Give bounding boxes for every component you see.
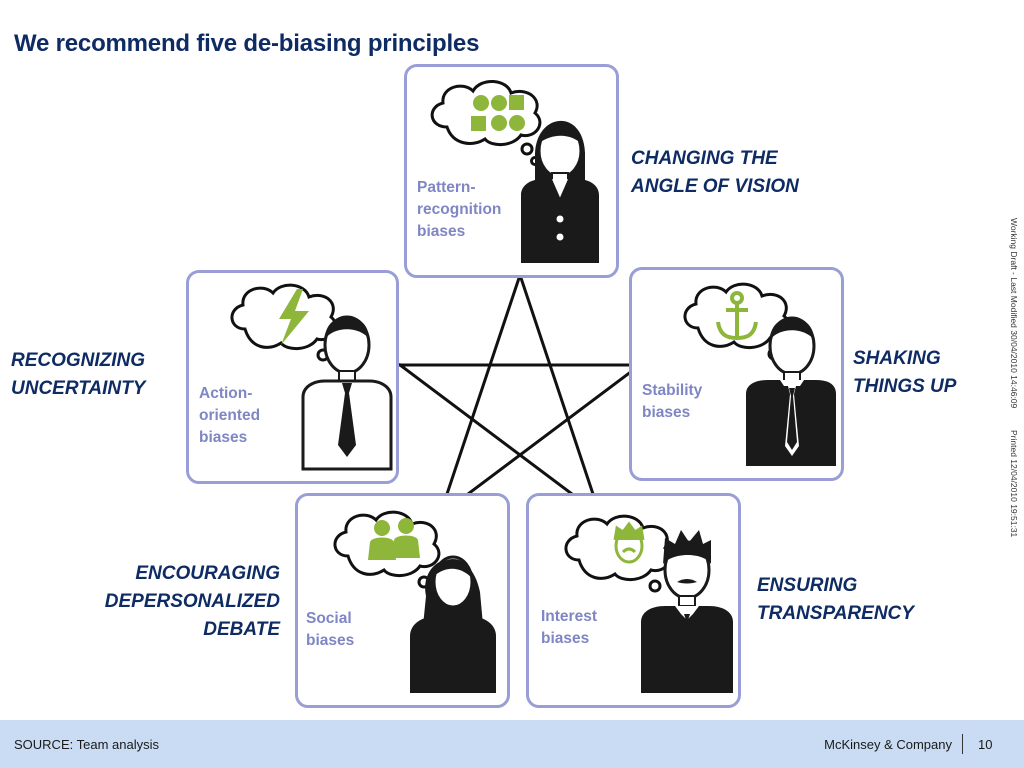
card-social: Social biases <box>295 493 510 708</box>
lightning-icon <box>279 289 309 345</box>
man-tie-icon <box>746 316 836 466</box>
card-stability: Stability biases <box>629 267 844 481</box>
anchor-icon <box>716 291 758 341</box>
page-number: 10 <box>978 737 993 752</box>
page-title: We recommend five de-biasing principles <box>14 30 480 57</box>
man-mustache-icon <box>641 530 733 693</box>
bias-label-social: Social biases <box>306 610 355 649</box>
principle-recognizing-uncertainty: RECOGNIZING UNCERTAINTY <box>11 350 146 399</box>
card-action-oriented: Action- oriented biases <box>186 270 399 484</box>
card-pattern-recognition: Pattern- recognition biases <box>404 64 619 278</box>
footer-bar: SOURCE: Team analysis McKinsey & Company… <box>0 720 1024 768</box>
principle-changing-angle: CHANGING THE ANGLE OF VISION <box>631 148 799 197</box>
shapes-icon <box>471 95 525 131</box>
principle-depersonalized-debate: ENCOURAGING DEPERSONALIZED DEBATE <box>104 563 280 640</box>
pentagram-diagram <box>397 273 643 518</box>
principle-ensuring-transparency: ENSURING TRANSPARENCY <box>757 575 914 624</box>
woman-icon <box>521 120 599 263</box>
printed-note: Printed 12/04/2010 19:51:31 <box>1009 430 1019 538</box>
source-note: SOURCE: Team analysis <box>14 737 159 752</box>
thought-cloud <box>564 514 672 593</box>
bias-label-interest: Interest biases <box>541 608 597 647</box>
bias-label-pattern: Pattern- recognition biases <box>417 179 502 240</box>
card-interest: Interest biases <box>526 493 741 708</box>
woman-long-hair-icon <box>410 555 496 693</box>
bias-label-action: Action- oriented biases <box>199 385 261 446</box>
people-icon <box>368 518 420 560</box>
mustache-face-icon <box>613 521 645 564</box>
working-draft-note: Working Draft - Last Modified 30/04/2010… <box>1009 218 1019 409</box>
thought-cloud <box>230 283 338 362</box>
company-name: McKinsey & Company <box>824 737 952 752</box>
principle-shaking-things-up: SHAKING THINGS UP <box>853 348 957 397</box>
footer-divider <box>962 734 963 754</box>
man-tie-icon <box>301 315 393 471</box>
bias-label-stability: Stability biases <box>642 382 703 421</box>
